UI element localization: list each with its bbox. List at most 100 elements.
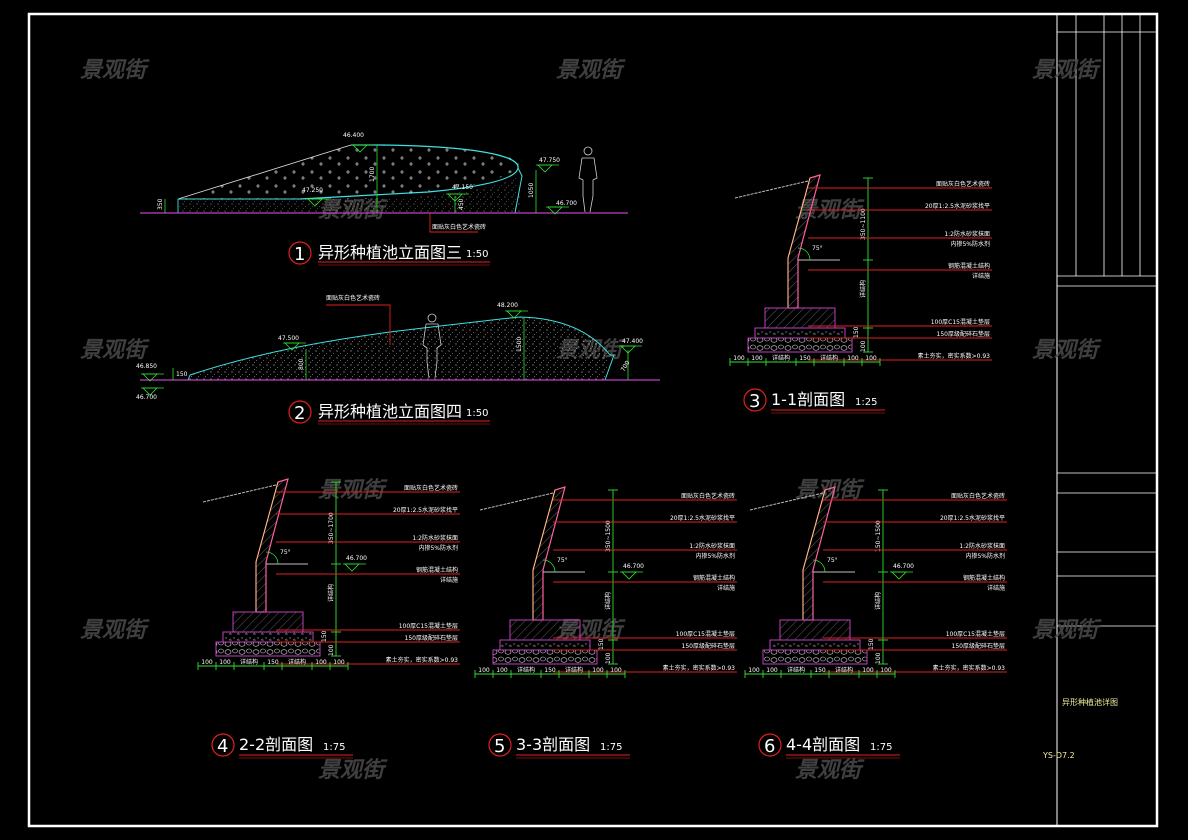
dimension-label: 150 <box>544 667 556 674</box>
dimension-label: 100 <box>610 667 622 674</box>
material-note: 详结施 <box>717 584 735 592</box>
title-block-drawing-name: 异形种植池详图 <box>1062 697 1118 707</box>
dimension-label: 100 <box>333 659 345 666</box>
dimension-label: 详结构 <box>874 592 882 610</box>
dimension-label: 详结构 <box>820 354 838 362</box>
dimension-label: 100 <box>865 355 877 362</box>
dimension-label: 100 <box>862 667 874 674</box>
material-note: 20厚1:2.5水泥砂浆找平 <box>925 202 990 210</box>
gravel-cushion <box>215 641 321 657</box>
watermark: 景观街 <box>80 58 150 83</box>
dimension-label: 350~1100 <box>860 208 867 240</box>
elevation-label: 47.250 <box>302 187 323 194</box>
material-note: 详结施 <box>440 576 458 584</box>
material-note: 面贴灰白色艺术瓷砖 <box>936 180 990 188</box>
material-note: 钢筋混凝土结构 <box>963 574 1005 582</box>
view-title: 3-3剖面图 <box>516 735 590 754</box>
view-number-circle <box>743 388 767 412</box>
dimension-label: 详结构 <box>517 666 535 674</box>
dimension-label: 350 <box>157 198 164 210</box>
dimension-label: 详结构 <box>772 354 790 362</box>
watermark: 景观街 <box>80 618 150 643</box>
material-note: 1:2防水砂浆抹面 <box>959 542 1005 550</box>
dimension-label: 100 <box>860 340 867 352</box>
elevation-mark <box>342 563 367 572</box>
dimension-label: 100 <box>605 652 612 664</box>
dimension-label: 100 <box>201 659 213 666</box>
dimension-label: 150 <box>799 355 811 362</box>
dimension-label: 150 <box>598 638 605 650</box>
elevation-label: 48.200 <box>497 302 518 309</box>
material-note: 1:2防水砂浆抹面 <box>689 542 735 550</box>
material-note: 素土夯实，密实系数>0.93 <box>663 664 736 672</box>
finish-layer <box>787 177 811 308</box>
material-note: 150厚级配碎石垫层 <box>682 642 735 650</box>
dimension-label: 详结构 <box>835 666 853 674</box>
dimension-label: 100 <box>847 355 859 362</box>
slope-soil <box>734 180 809 199</box>
material-note: 素土夯实，密实系数>0.93 <box>918 352 991 360</box>
view-number: 2 <box>294 403 305 424</box>
footing <box>509 619 581 641</box>
finish-layer <box>255 481 279 612</box>
dimension-label: 150 <box>176 371 188 378</box>
view-title-2: 2 异形种植池立面图四 1:50 <box>288 400 490 425</box>
dimension-label: 100 <box>880 667 892 674</box>
dimension-label: 350~1700 <box>328 512 335 544</box>
material-note: 150厚级配碎石垫层 <box>937 330 990 338</box>
material-note: 内掺5%防水剂 <box>695 552 735 560</box>
view-number-circle <box>488 733 512 757</box>
dimension-label: 详结构 <box>327 584 335 602</box>
view-5-section-3-3: 75°350~1500详结构15010046.700面贴灰白色艺术瓷砖20厚1:… <box>474 486 737 759</box>
dimension-label: 150 <box>868 638 875 650</box>
view-2-elevation: 48.200 47.500 47.400 46.850 46.700 1500 … <box>136 294 660 425</box>
material-note: 钢筋混凝土结构 <box>416 566 458 574</box>
material-note: 面贴灰白色艺术瓷砖 <box>951 492 1005 500</box>
material-note: 150厚级配碎石垫层 <box>405 634 458 642</box>
elevation-label: 46.700 <box>623 563 644 570</box>
finish-layer <box>532 489 556 620</box>
drawing-number: YS-D7.2 <box>1042 751 1075 760</box>
dimension-label: 450 <box>458 198 465 210</box>
dimension-label: 700 <box>620 359 632 373</box>
view-number: 4 <box>217 736 228 757</box>
angle-arc <box>265 551 279 565</box>
dimension-label: 150 <box>321 630 328 642</box>
material-note: 内掺5%防水剂 <box>418 544 458 552</box>
view-number: 3 <box>749 391 760 412</box>
human-scale-figure <box>578 146 598 213</box>
material-note: 面贴灰白色艺术瓷砖 <box>326 294 380 302</box>
watermark: 景观街 <box>795 758 865 783</box>
slope-soil <box>479 492 554 511</box>
dimension-label: 150 <box>267 659 279 666</box>
dimension-label: 150~1500 <box>875 520 882 552</box>
material-note: 100厚C15混凝土垫层 <box>946 630 1005 638</box>
elevation-label: 46.850 <box>136 363 157 370</box>
material-note: 内掺5%防水剂 <box>965 552 1005 560</box>
angle-label: 75° <box>812 245 823 252</box>
view-scale: 1:25 <box>855 397 877 408</box>
dimension-label: 350~1500 <box>605 520 612 552</box>
view-3-section-1-1: 75° 350~1100 详结构 150 100 面贴灰白色艺术瓷砖 20厚1:2.5水泥砂… <box>729 174 992 414</box>
finish-layer <box>802 489 826 620</box>
view-title: 2-2剖面图 <box>239 735 313 754</box>
view-scale: 1:75 <box>600 742 622 753</box>
gravel-cushion <box>492 649 598 665</box>
elevation-label: 47.500 <box>278 335 299 342</box>
view-title: 异形种植池立面图三 <box>318 243 462 262</box>
material-note: 1:2防水砂浆抹面 <box>412 534 458 542</box>
slope-soil <box>202 484 277 503</box>
angle-arc <box>797 247 811 261</box>
dimension-label: 100 <box>875 652 882 664</box>
material-note: 100厚C15混凝土垫层 <box>676 630 735 638</box>
gravel-cushion <box>762 649 868 665</box>
angle-arc <box>542 559 556 573</box>
title-block: 异形种植池详图 YS-D7.2 <box>1042 14 1157 826</box>
material-note: 面贴灰白色艺术瓷砖 <box>681 492 735 500</box>
view-number-circle <box>758 733 782 757</box>
dimension-label: 详结构 <box>787 666 805 674</box>
view-number-circle <box>211 733 235 757</box>
material-note: 内掺5%防水剂 <box>950 240 990 248</box>
dimension-label: 详结构 <box>604 592 612 610</box>
